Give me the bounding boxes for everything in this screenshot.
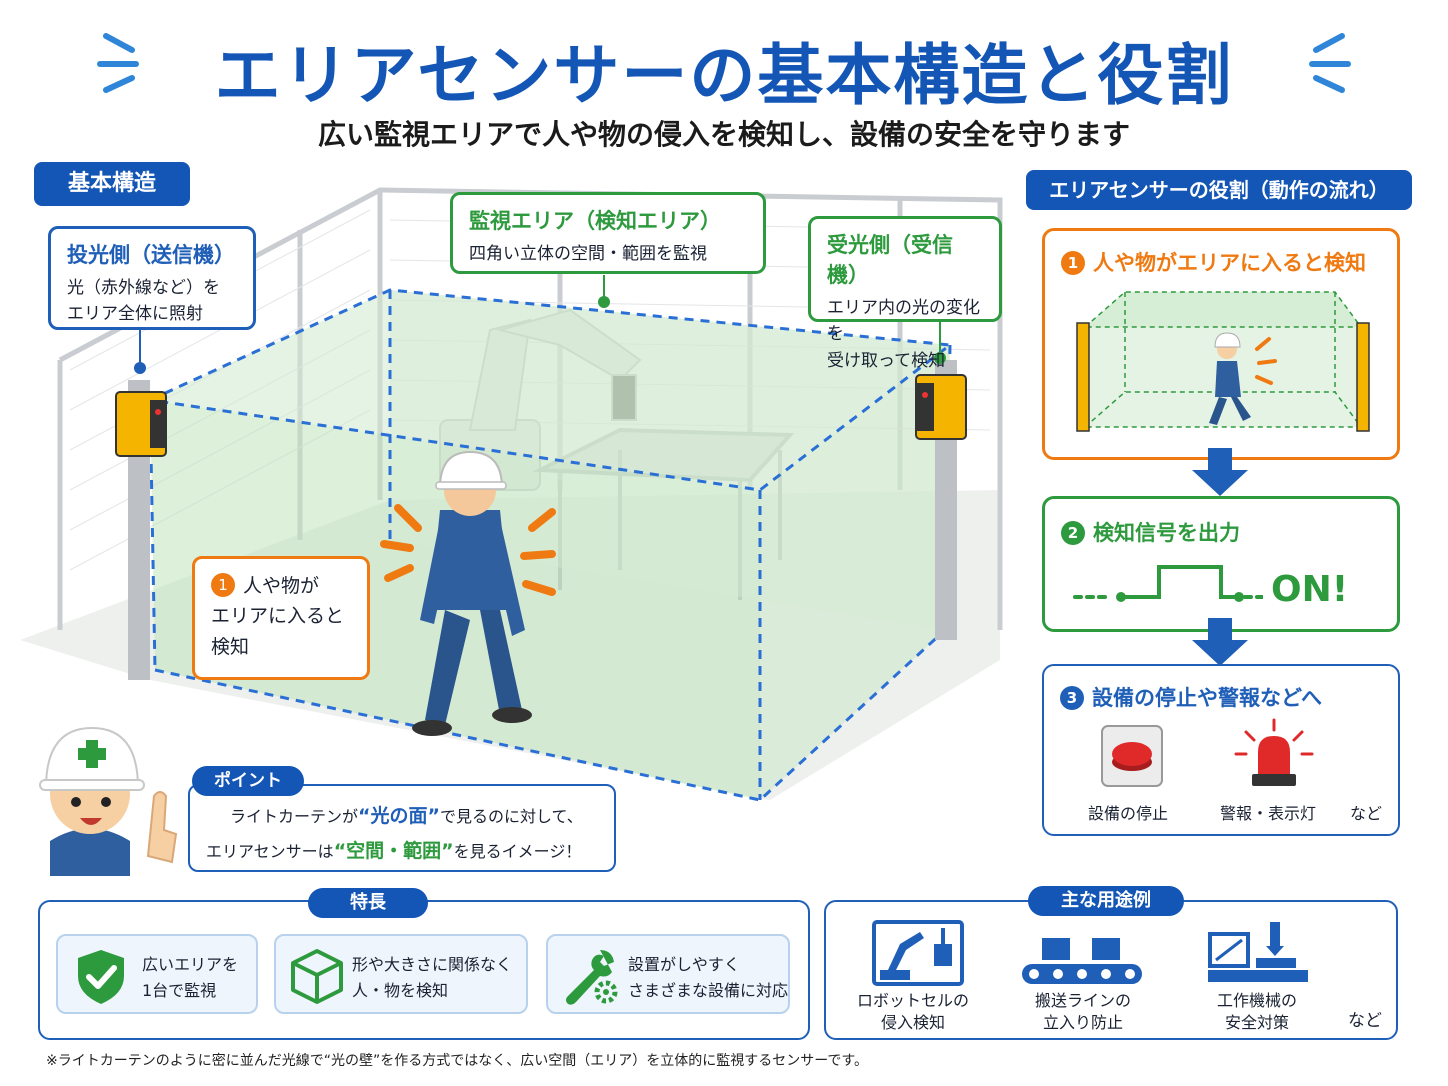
step-3-etc: など bbox=[1350, 804, 1383, 823]
emitter-text: 光（赤外線など）を エリア全体に照射 bbox=[67, 278, 220, 325]
point-highlight-2: “空間・範囲” bbox=[333, 840, 454, 862]
emergency-stop-icon bbox=[1101, 725, 1163, 787]
feature-any-shape: 形や大きさに関係なく 人・物を検知 bbox=[274, 934, 528, 1014]
worker-mascot-icon bbox=[39, 726, 178, 876]
feature-wide-area: 広いエリアを 1台で監視 bbox=[56, 934, 258, 1014]
signal-on-label: ON! bbox=[1271, 569, 1349, 610]
emitter-title: 投光側（送信機） bbox=[67, 243, 235, 267]
step-3-number: 3 bbox=[1060, 686, 1084, 710]
role-step-2: 2 検知信号を出力 ON! bbox=[1042, 496, 1400, 632]
point-highlight-1: “光の面” bbox=[358, 805, 440, 827]
title-sparkle-right-icon bbox=[1309, 33, 1351, 93]
alert-burst-icon bbox=[380, 504, 556, 596]
alarm-label: 警報・表示灯 bbox=[1220, 804, 1317, 823]
mini-receiver-icon bbox=[1356, 322, 1370, 432]
shield-check-icon bbox=[78, 950, 124, 1004]
use-text: 搬送ラインの 立入り防止 bbox=[1034, 991, 1131, 1033]
area-pointer-dot bbox=[598, 296, 610, 308]
uses-label: 主な用途例 bbox=[1028, 886, 1184, 916]
title-sparkle-left-icon bbox=[97, 33, 139, 93]
detect-step-number: 1 bbox=[211, 573, 235, 597]
use-text: 工作機械の 安全対策 bbox=[1216, 991, 1297, 1033]
conveyor-icon bbox=[1022, 938, 1142, 984]
point-line-1: ライトカーテンが“光の面”で見るのに対して、 bbox=[230, 805, 583, 827]
feature-easy-install: 設置がしやすく さまざまな設備に対応 bbox=[546, 934, 790, 1014]
step-1-number: 1 bbox=[1061, 251, 1085, 275]
mini-worker-icon bbox=[1209, 332, 1251, 425]
point-line-2: エリアセンサーは“空間・範囲”を見るイメージ！ bbox=[206, 840, 582, 862]
structure-section-label: 基本構造 bbox=[34, 162, 190, 206]
emitter-sensor bbox=[115, 391, 167, 457]
receiver-callout: 受光側（受信機） エリア内の光の変化を 受け取って検知 bbox=[808, 216, 1002, 371]
feature-text: 広いエリアを 1台で監視 bbox=[142, 955, 239, 1000]
signal-pulse-icon bbox=[1073, 565, 1263, 602]
area-text: 四角い立体の空間・範囲を監視 bbox=[469, 244, 707, 264]
warning-light-icon bbox=[1234, 718, 1314, 786]
step-3-title: 設備の停止や警報などへ bbox=[1092, 686, 1322, 710]
cube-icon bbox=[291, 949, 343, 1004]
emitter-pointer-dot bbox=[134, 362, 146, 374]
features-label: 特長 bbox=[308, 888, 428, 918]
page-title: エリアセンサーの基本構造と役割 bbox=[214, 37, 1234, 114]
receiver-pointer-dot bbox=[934, 352, 946, 364]
uses-etc: など bbox=[1348, 1011, 1382, 1031]
role-step-3: 3 設備の停止や警報などへ 設備の停止 警報・表示灯 など bbox=[1042, 664, 1400, 836]
area-callout: 監視エリア（検知エリア） 四角い立体の空間・範囲を監視 bbox=[450, 192, 766, 274]
receiver-title: 受光側（受信機） bbox=[827, 233, 953, 287]
robot-cell-icon bbox=[872, 920, 964, 986]
point-box: ライトカーテンが“光の面”で見るのに対して、 エリアセンサーは“空間・範囲”を見… bbox=[188, 784, 616, 872]
footnote: ※ライトカーテンのように密に並んだ光線で“光の壁”を作る方式ではなく、広い空間（… bbox=[46, 1053, 868, 1069]
receiver-text: エリア内の光の変化を 受け取って検知 bbox=[827, 298, 980, 371]
step-2-number: 2 bbox=[1061, 521, 1085, 545]
role-section-label: エリアセンサーの役割（動作の流れ） bbox=[1026, 170, 1412, 210]
feature-text: 形や大きさに関係なく 人・物を検知 bbox=[352, 955, 513, 1000]
use-text: ロボットセルの 侵入検知 bbox=[856, 991, 969, 1033]
detect-callout-text: 人や物が エリアに入ると 検知 bbox=[211, 575, 345, 658]
point-label: ポイント bbox=[192, 766, 304, 796]
mini-alert-icon bbox=[1255, 337, 1277, 385]
monitored-area-box bbox=[148, 288, 954, 802]
feature-text: 設置がしやすく さまざまな設備に対応 bbox=[628, 955, 789, 1000]
wrench-gear-icon bbox=[566, 950, 618, 1005]
step-1-title: 人や物がエリアに入ると検知 bbox=[1093, 251, 1366, 275]
role-step-1: 1 人や物がエリアに入ると検知 bbox=[1042, 228, 1400, 460]
flow-arrow-down-icon-2 bbox=[1192, 618, 1248, 666]
area-title: 監視エリア（検知エリア） bbox=[469, 209, 721, 233]
emitter-callout: 投光側（送信機） 光（赤外線など）を エリア全体に照射 bbox=[48, 226, 256, 330]
stop-label: 設備の停止 bbox=[1088, 804, 1169, 823]
walking-worker bbox=[412, 450, 532, 736]
mini-emitter-icon bbox=[1076, 322, 1090, 432]
step-1-diagram bbox=[1076, 291, 1370, 432]
step-2-title: 検知信号を出力 bbox=[1093, 521, 1240, 545]
page-subtitle: 広い監視エリアで人や物の侵入を検知し、設備の安全を守ります bbox=[317, 118, 1130, 151]
receiver-sensor bbox=[915, 374, 967, 440]
flow-arrow-down-icon bbox=[1192, 448, 1248, 496]
machine-tool-icon bbox=[1208, 922, 1308, 982]
